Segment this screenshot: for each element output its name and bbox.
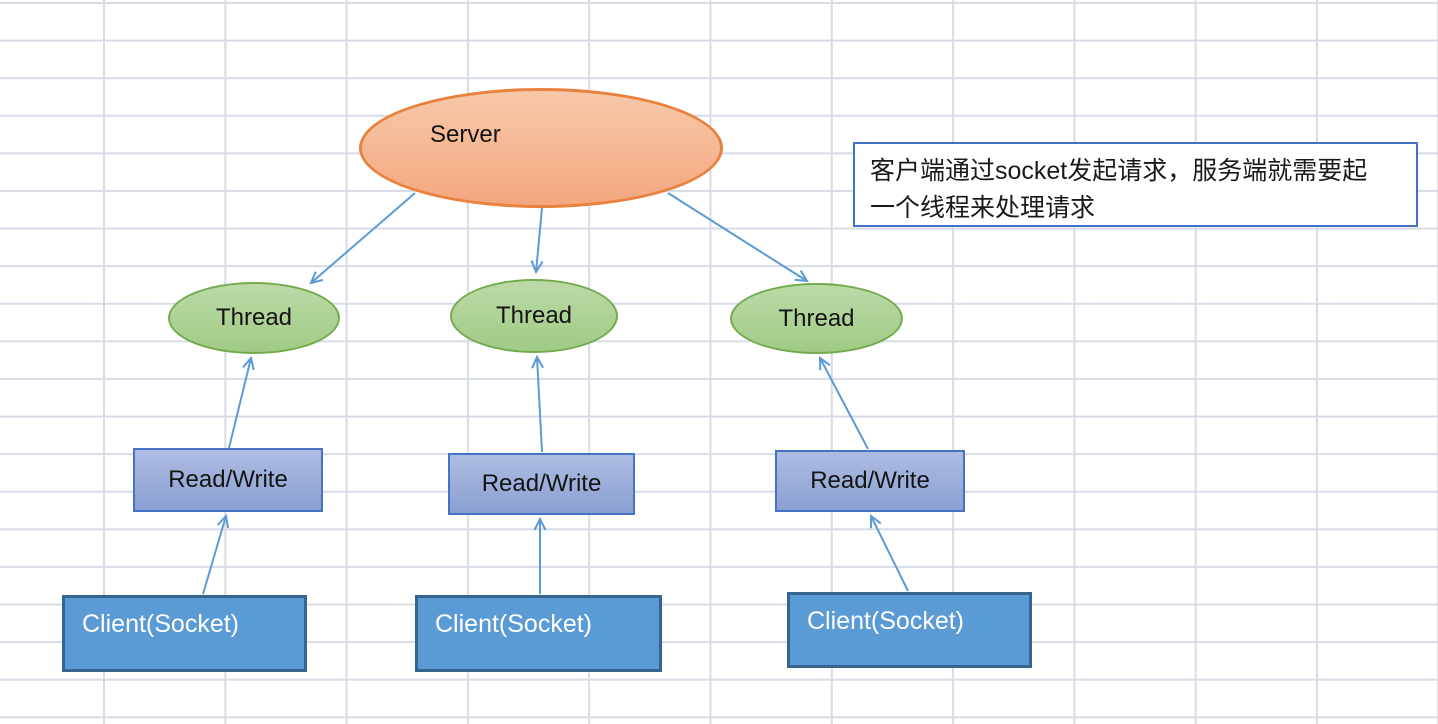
client-socket-node-1[interactable]: Client(Socket) [62, 595, 307, 672]
client-socket-node-2[interactable]: Client(Socket) [415, 595, 662, 672]
arrow-server-to-thread-2[interactable] [530, 207, 544, 275]
thread-label: Thread [778, 304, 855, 332]
arrow-client-3-to-readwrite-3[interactable] [869, 513, 909, 592]
read-write-node-2[interactable]: Read/Write [448, 453, 635, 515]
client-socket-node-3[interactable]: Client(Socket) [787, 592, 1032, 668]
server-node[interactable]: Server [359, 88, 723, 208]
arrow-client-1-to-readwrite-1[interactable] [202, 513, 230, 595]
client-socket-label: Client(Socket) [82, 610, 239, 638]
thread-node-1[interactable]: Thread [168, 282, 340, 354]
thread-label: Thread [495, 302, 573, 329]
client-socket-label: Client(Socket) [435, 610, 592, 638]
arrow-readwrite-2-to-thread-2[interactable] [531, 354, 544, 453]
annotation-text-line-1: 客户端通过socket发起请求，服务端就需要起 [870, 157, 1368, 185]
annotation-text-line-2: 一个线程来处理请求 [870, 194, 1096, 222]
thread-node-3[interactable]: Thread [730, 283, 903, 354]
read-write-label: Read/Write [481, 470, 602, 497]
read-write-node-3[interactable]: Read/Write [775, 450, 965, 512]
arrow-readwrite-1-to-thread-1[interactable] [228, 355, 255, 449]
annotation-box[interactable]: 客户端通过socket发起请求，服务端就需要起 一个线程来处理请求 [853, 142, 1418, 227]
thread-node-2[interactable]: Thread [450, 279, 618, 353]
server-label: Server [430, 121, 501, 148]
read-write-node-1[interactable]: Read/Write [133, 448, 323, 512]
client-socket-label: Client(Socket) [807, 607, 964, 635]
thread-label: Thread [215, 304, 293, 331]
read-write-label: Read/Write [810, 467, 930, 494]
read-write-label: Read/Write [168, 466, 288, 493]
arrow-server-to-thread-3[interactable] [667, 192, 809, 283]
arrow-server-to-thread-1[interactable] [309, 192, 416, 285]
arrow-readwrite-3-to-thread-3[interactable] [818, 356, 869, 450]
